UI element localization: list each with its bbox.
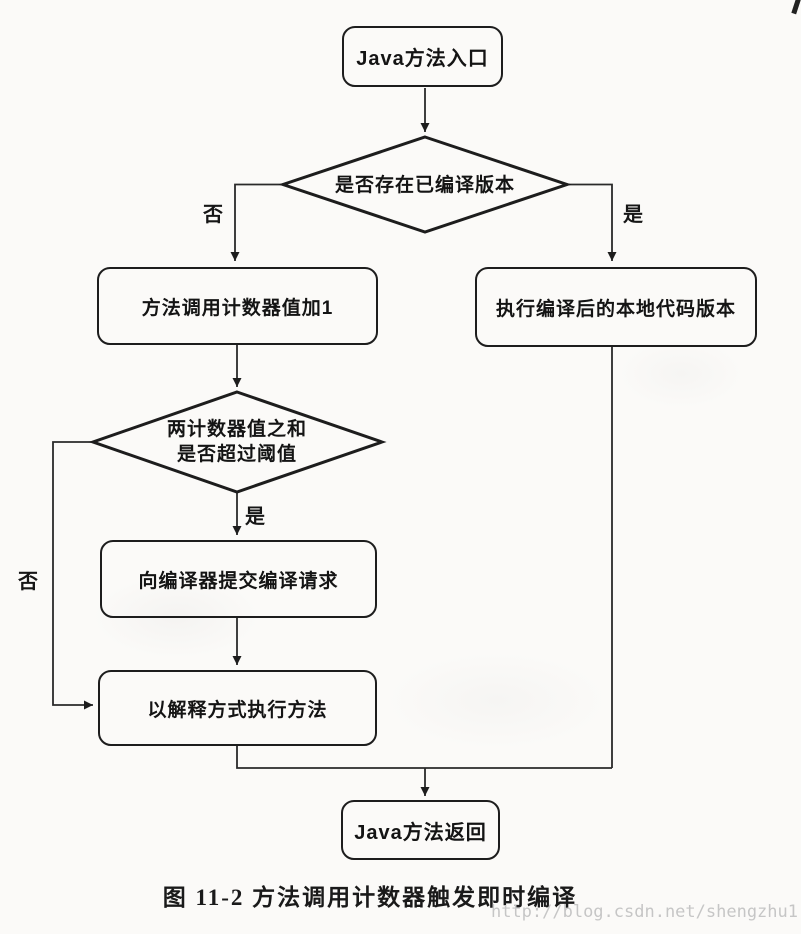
node-java-method-return-label: Java方法返回 (354, 821, 487, 844)
label-branch-no-top: 否 (203, 204, 223, 226)
node-execute-native-code-label: 执行编译后的本地代码版本 (495, 298, 736, 320)
decision-compiled-version-diamond (278, 135, 572, 234)
node-java-method-entry-label: Java方法入口 (356, 48, 489, 70)
node-interpreted-execution-label: 以解释方式执行方法 (147, 699, 328, 721)
node-java-method-entry: Java方法入口 (342, 26, 503, 87)
node-submit-compile-request-label: 向编译器提交编译请求 (138, 570, 339, 592)
node-increment-counter: 方法调用计数器值加1 (97, 267, 378, 345)
figure-caption: 图 11-2 方法调用计数器触发即时编译 (162, 885, 578, 910)
node-increment-counter-label: 方法调用计数器值加1 (141, 297, 334, 319)
edge-decision-yes-to-native (566, 183, 617, 261)
edge-interpret-to-merge (236, 746, 612, 769)
label-branch-yes-mid: 是 (245, 506, 265, 528)
node-execute-native-code: 执行编译后的本地代码版本 (475, 267, 757, 347)
node-java-method-return: Java方法返回 (341, 800, 500, 860)
label-branch-yes-top: 是 (623, 204, 643, 226)
label-branch-no-left: 否 (18, 571, 38, 593)
edge-threshold-no-to-interpret (52, 441, 95, 710)
watermark-url: http://blog.csdn.net/shengzhu1 (490, 902, 798, 922)
decision-compiled-version-text: 是否存在已编译版本 (334, 174, 515, 196)
node-submit-compile-request: 向编译器提交编译请求 (100, 540, 377, 618)
decision-threshold-text: 两计数器值之和 是否超过阈值 (166, 419, 307, 465)
node-interpreted-execution: 以解释方式执行方法 (98, 670, 377, 746)
edge-decision-no-to-counter (230, 183, 284, 261)
decision-threshold-diamond (88, 390, 387, 494)
